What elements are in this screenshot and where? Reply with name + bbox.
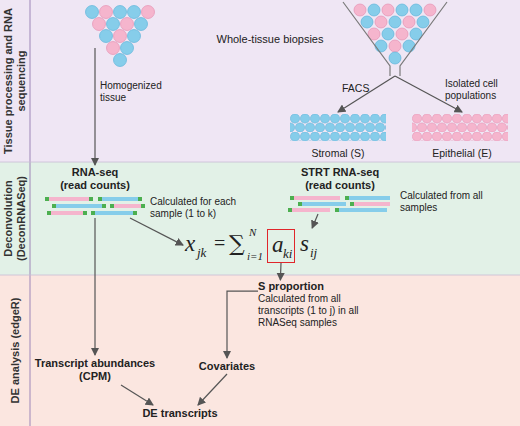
annotation: Calculated from all samples [400,190,490,214]
band-title: DE analysis (edgeR) [0,275,30,426]
result-box: Transcript abundances (CPM) [30,355,160,385]
equation-term: i=1 [247,251,263,262]
band-panel: Tissue processing and RNA sequencingFACS… [0,0,520,162]
cell-population: Stromal (S) [286,112,390,159]
equation-term: = [214,232,225,254]
result-note: S proportionCalculated from all transcri… [258,280,370,336]
annotation: Isolated cell populations [445,78,515,102]
facs-funnel: FACS [340,0,450,76]
cell-population: Epithelial (E) [410,112,514,159]
node-label: Transcript abundances (CPM) [30,357,160,383]
node-label: DE transcripts [142,407,217,420]
annotation: Whole-tissue biopsies [205,33,335,45]
annotation: Homogenized tissue [100,80,170,104]
read-counts: STRT RNA-seq (read counts) [285,166,395,214]
result-box: Covariates [192,358,262,374]
annotation: Calculated for each sample (1 to k) [150,196,248,220]
band-title: Tissue processing and RNA sequencing [0,0,30,162]
equation-term: ki [283,247,292,260]
equation-term: jk [197,246,206,259]
band-panel: Deconvolution (DeconRNASeq) RNA-seq (read… [0,162,520,275]
node-label: STRT RNA-seq (read counts) [300,166,380,192]
equation: xjk =∑ Ni=1 sij aki [183,228,335,266]
node-label: Epithelial (E) [432,147,492,159]
node-label: Covariates [199,360,255,373]
equation-term: ∑ [229,232,245,256]
equation-term: ij [310,246,317,259]
band-panel: DE analysis (edgeR) S proportionCalculate… [0,275,520,426]
node-label: RNA-seq (read counts) [57,166,133,192]
equation-term: s [300,232,309,255]
equation-term: N [249,227,256,238]
equation-term: x [185,232,195,255]
result-box: DE transcripts [135,405,225,421]
node-label: Stromal (S) [311,147,364,159]
read-counts: RNA-seq (read counts) [45,166,145,218]
band-title: Deconvolution (DeconRNASeq) [0,162,30,275]
node-label: S proportion [258,280,370,293]
node-label: FACS [342,82,369,94]
node-label: Calculated from all transcripts (1 to j)… [258,293,370,329]
equation-term: a [272,233,284,256]
highlight-box: aki [267,229,295,263]
